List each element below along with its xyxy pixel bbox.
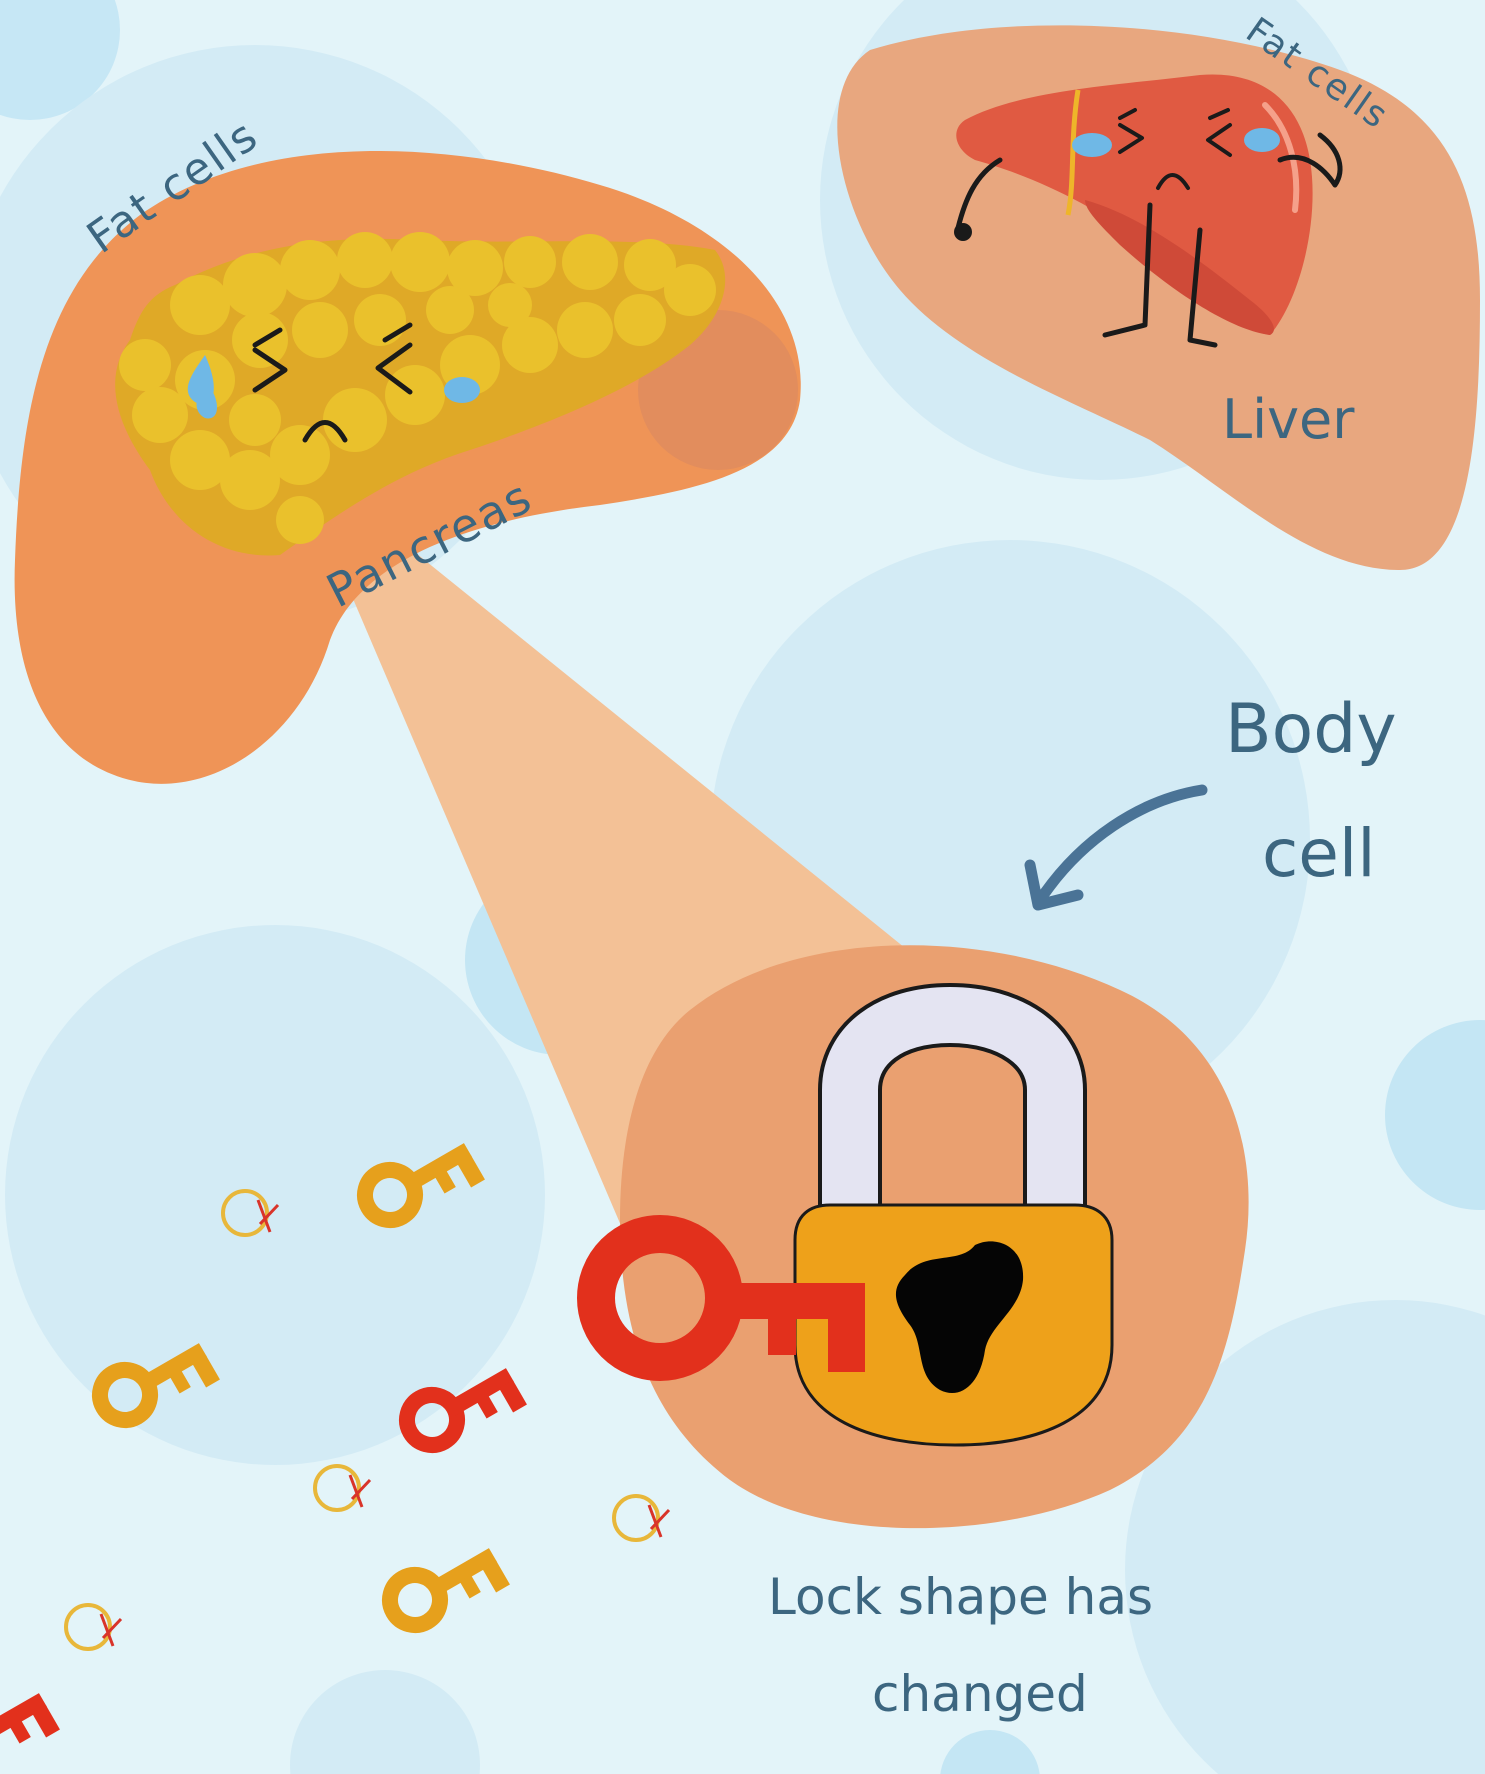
tear-icon <box>1072 133 1112 157</box>
lock-caption-line1: Lock shape has <box>768 1568 1153 1626</box>
cell-circle <box>290 1670 480 1774</box>
cell-circle <box>5 925 545 1465</box>
lock-caption-line2: changed <box>872 1665 1088 1723</box>
broken-key <box>315 1466 370 1510</box>
tear-icon <box>1244 128 1280 152</box>
liver-label: Liver <box>1222 388 1354 451</box>
small-key <box>0 1678 60 1774</box>
broken-key <box>66 1605 121 1649</box>
cell-circle <box>1385 1020 1485 1210</box>
body-label: Body <box>1225 690 1397 769</box>
cell-label: cell <box>1262 815 1376 892</box>
cell-circle <box>940 1730 1040 1774</box>
tear-icon <box>444 377 480 403</box>
small-key <box>381 1533 510 1642</box>
broken-key <box>614 1496 669 1540</box>
